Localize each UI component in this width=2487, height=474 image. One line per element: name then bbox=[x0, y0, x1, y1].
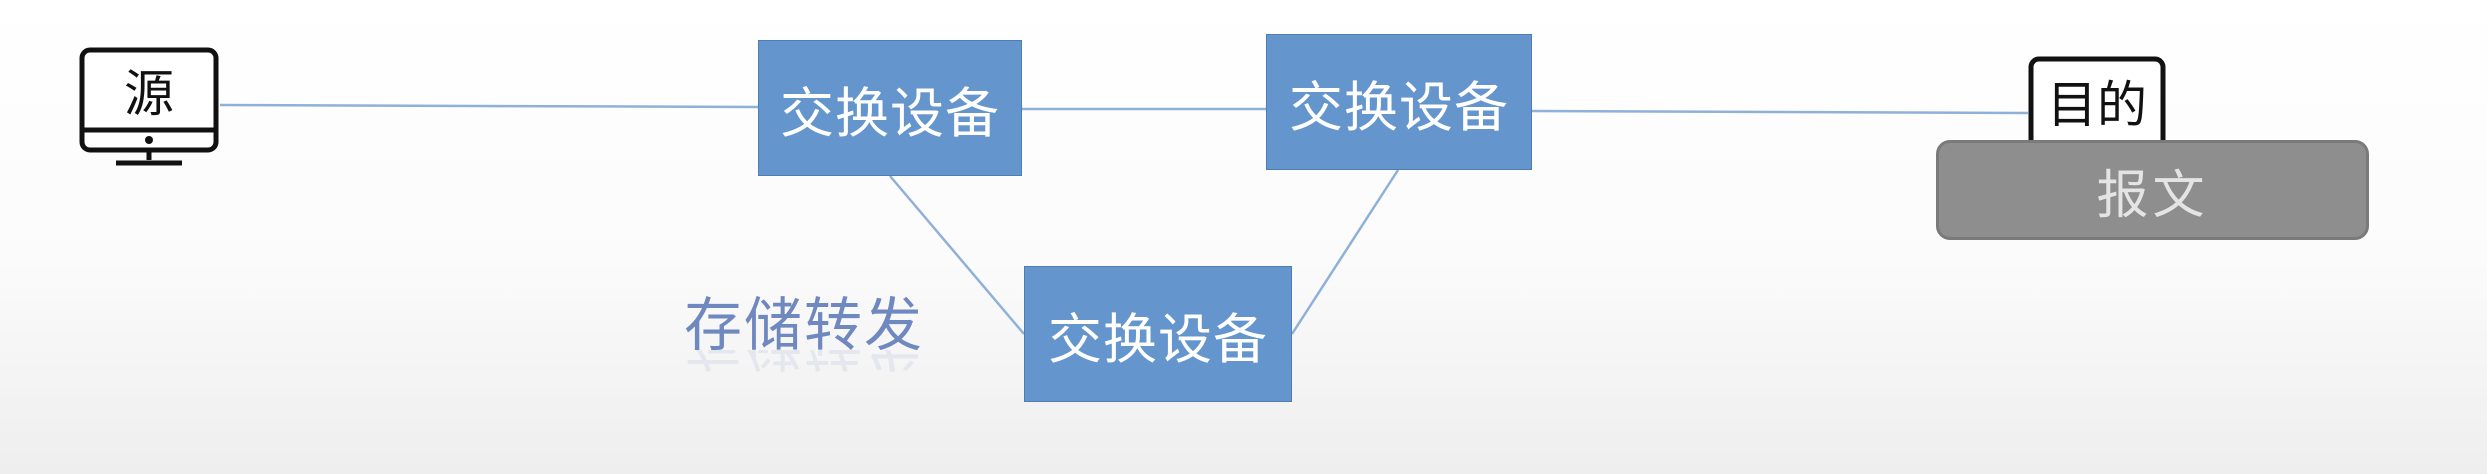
destination-computer: 目的 bbox=[2028, 56, 2166, 152]
destination-label: 目的 bbox=[2047, 76, 2147, 134]
switch-device-c: 交换设备 bbox=[1024, 266, 1292, 402]
link-switch-b-switch-c bbox=[1290, 169, 1400, 335]
source-label: 源 bbox=[124, 65, 174, 123]
caption-reflection: 存储转发 bbox=[684, 350, 924, 390]
monitor-icon bbox=[79, 47, 219, 166]
switch-device-a: 交换设备 bbox=[758, 40, 1022, 176]
link-switch-b-destination bbox=[1531, 109, 2029, 115]
source-computer: 源 bbox=[78, 46, 220, 168]
message-packet: 报文 bbox=[1936, 140, 2369, 240]
link-source-switch-a bbox=[219, 103, 759, 109]
switch-device-b: 交换设备 bbox=[1266, 34, 1532, 170]
store-and-forward-caption: 存储转发 bbox=[684, 291, 925, 359]
link-switch-a-switch-c bbox=[889, 175, 1025, 335]
